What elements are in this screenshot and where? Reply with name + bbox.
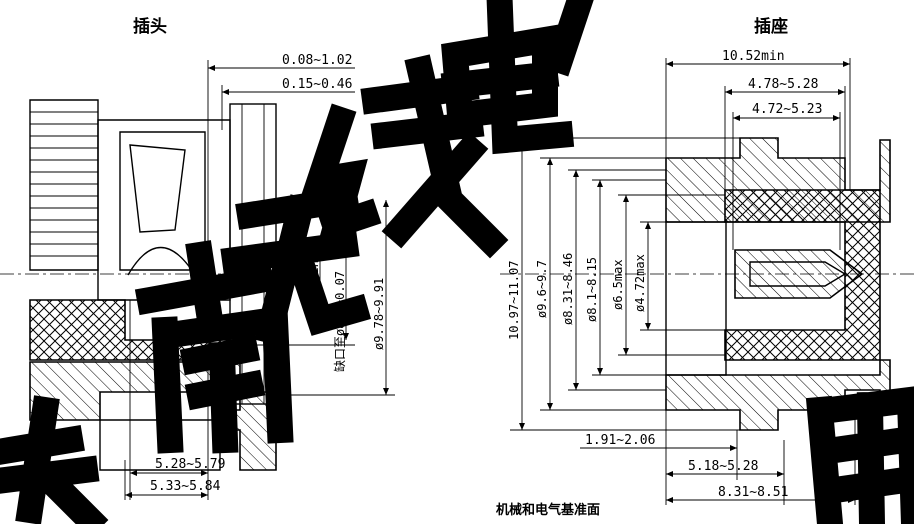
plug-slot-groove (129, 144, 186, 233)
plug-dim-d3: ø4.83min (307, 260, 321, 318)
jack-dim-d10: 1.91~2.06 (585, 433, 655, 448)
jack-dim-d4: 10.97~11.07 (507, 261, 521, 340)
jack-dim-d7: ø8.1~8.15 (585, 257, 599, 322)
plug-dim-d4: 缺口至ø8.3±0.07 (332, 271, 347, 372)
jack-dim-d9: ø4.72max (633, 254, 647, 312)
plug-dim-d2: 0.15~0.46 (282, 77, 352, 92)
jack-dim-d5: ø9.6~9.7 (535, 260, 549, 318)
jack-dim-d8: ø6.5max (611, 259, 625, 310)
jack-dim-d1: 10.52min (722, 49, 785, 64)
plug-dim-d1: 0.08~1.02 (282, 53, 352, 68)
jack-contact-slot (749, 261, 847, 287)
plug-knurl-lines (30, 111, 98, 257)
plug-dim-d6: 5.28~5.79 (155, 457, 225, 472)
jack-dim-d3: 4.72~5.23 (752, 102, 822, 117)
jack-dim-d13: 0.15max (862, 433, 914, 448)
jack-drawing (500, 58, 914, 505)
plug-title: 插头 (133, 16, 167, 37)
jack-title: 插座 (754, 16, 788, 37)
jack-dim-d2: 4.78~5.28 (748, 77, 818, 92)
jack-contact (734, 249, 864, 299)
reference-plane-label: 机械和电气基准面 (496, 502, 600, 518)
plug-knurled-sleeve (29, 99, 99, 271)
jack-dim-d6: ø8.31~8.46 (561, 253, 575, 325)
jack-dim-d12: 8.31~8.51 (718, 485, 788, 500)
plug-pin-dome (127, 247, 196, 276)
jack-dim-d11: 5.18~5.28 (688, 459, 758, 474)
jack-outer-body-bottom (665, 359, 891, 431)
jack-bore (665, 221, 727, 376)
plug-dim-d7: 5.33~5.84 (150, 479, 221, 494)
plug-dim-d5: ø9.78~9.91 (372, 278, 386, 350)
